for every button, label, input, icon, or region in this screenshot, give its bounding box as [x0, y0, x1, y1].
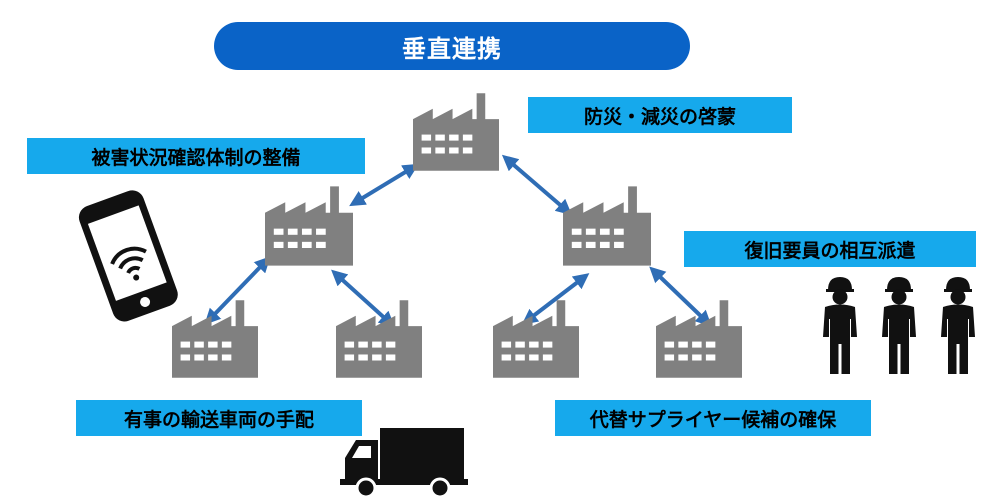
worker-icon: [823, 277, 857, 374]
title-text: 垂直連携: [402, 34, 502, 63]
arrow-top-right: [501, 154, 573, 216]
label-right-text: 復旧要員の相互派遣: [744, 239, 916, 262]
arrow-left-left: [204, 256, 271, 325]
label-bottom-right-text: 代替サプライヤー候補の確保: [589, 408, 837, 431]
label-top-right: 防災・減災の啓蒙: [528, 97, 792, 133]
label-right: 復旧要員の相互派遣: [684, 231, 976, 267]
label-bottom-left: 有事の輸送車両の手配: [76, 400, 362, 436]
label-top-left-text: 被害状況確認体制の整備: [91, 146, 301, 169]
worker-icon: [941, 277, 975, 374]
label-top-left: 被害状況確認体制の整備: [27, 138, 365, 174]
factory-icon: [563, 186, 651, 266]
arrow-top-left: [349, 163, 419, 207]
arrow-right-right: [649, 266, 712, 327]
arrow-left-right: [331, 269, 395, 328]
arrow-right-left: [521, 273, 590, 325]
factory-icon: [265, 186, 353, 266]
label-bottom-right: 代替サプライヤー候補の確保: [555, 400, 871, 436]
truck-icon: [340, 428, 468, 499]
title-banner: 垂直連携: [214, 22, 690, 70]
label-bottom-left-text: 有事の輸送車両の手配: [123, 408, 314, 431]
connector-arrows: [204, 154, 712, 328]
smartphone-wifi-icon: [78, 190, 178, 322]
factory-icon: [413, 93, 499, 171]
label-top-right-text: 防災・減災の啓蒙: [583, 105, 736, 128]
worker-icon: [882, 277, 916, 374]
